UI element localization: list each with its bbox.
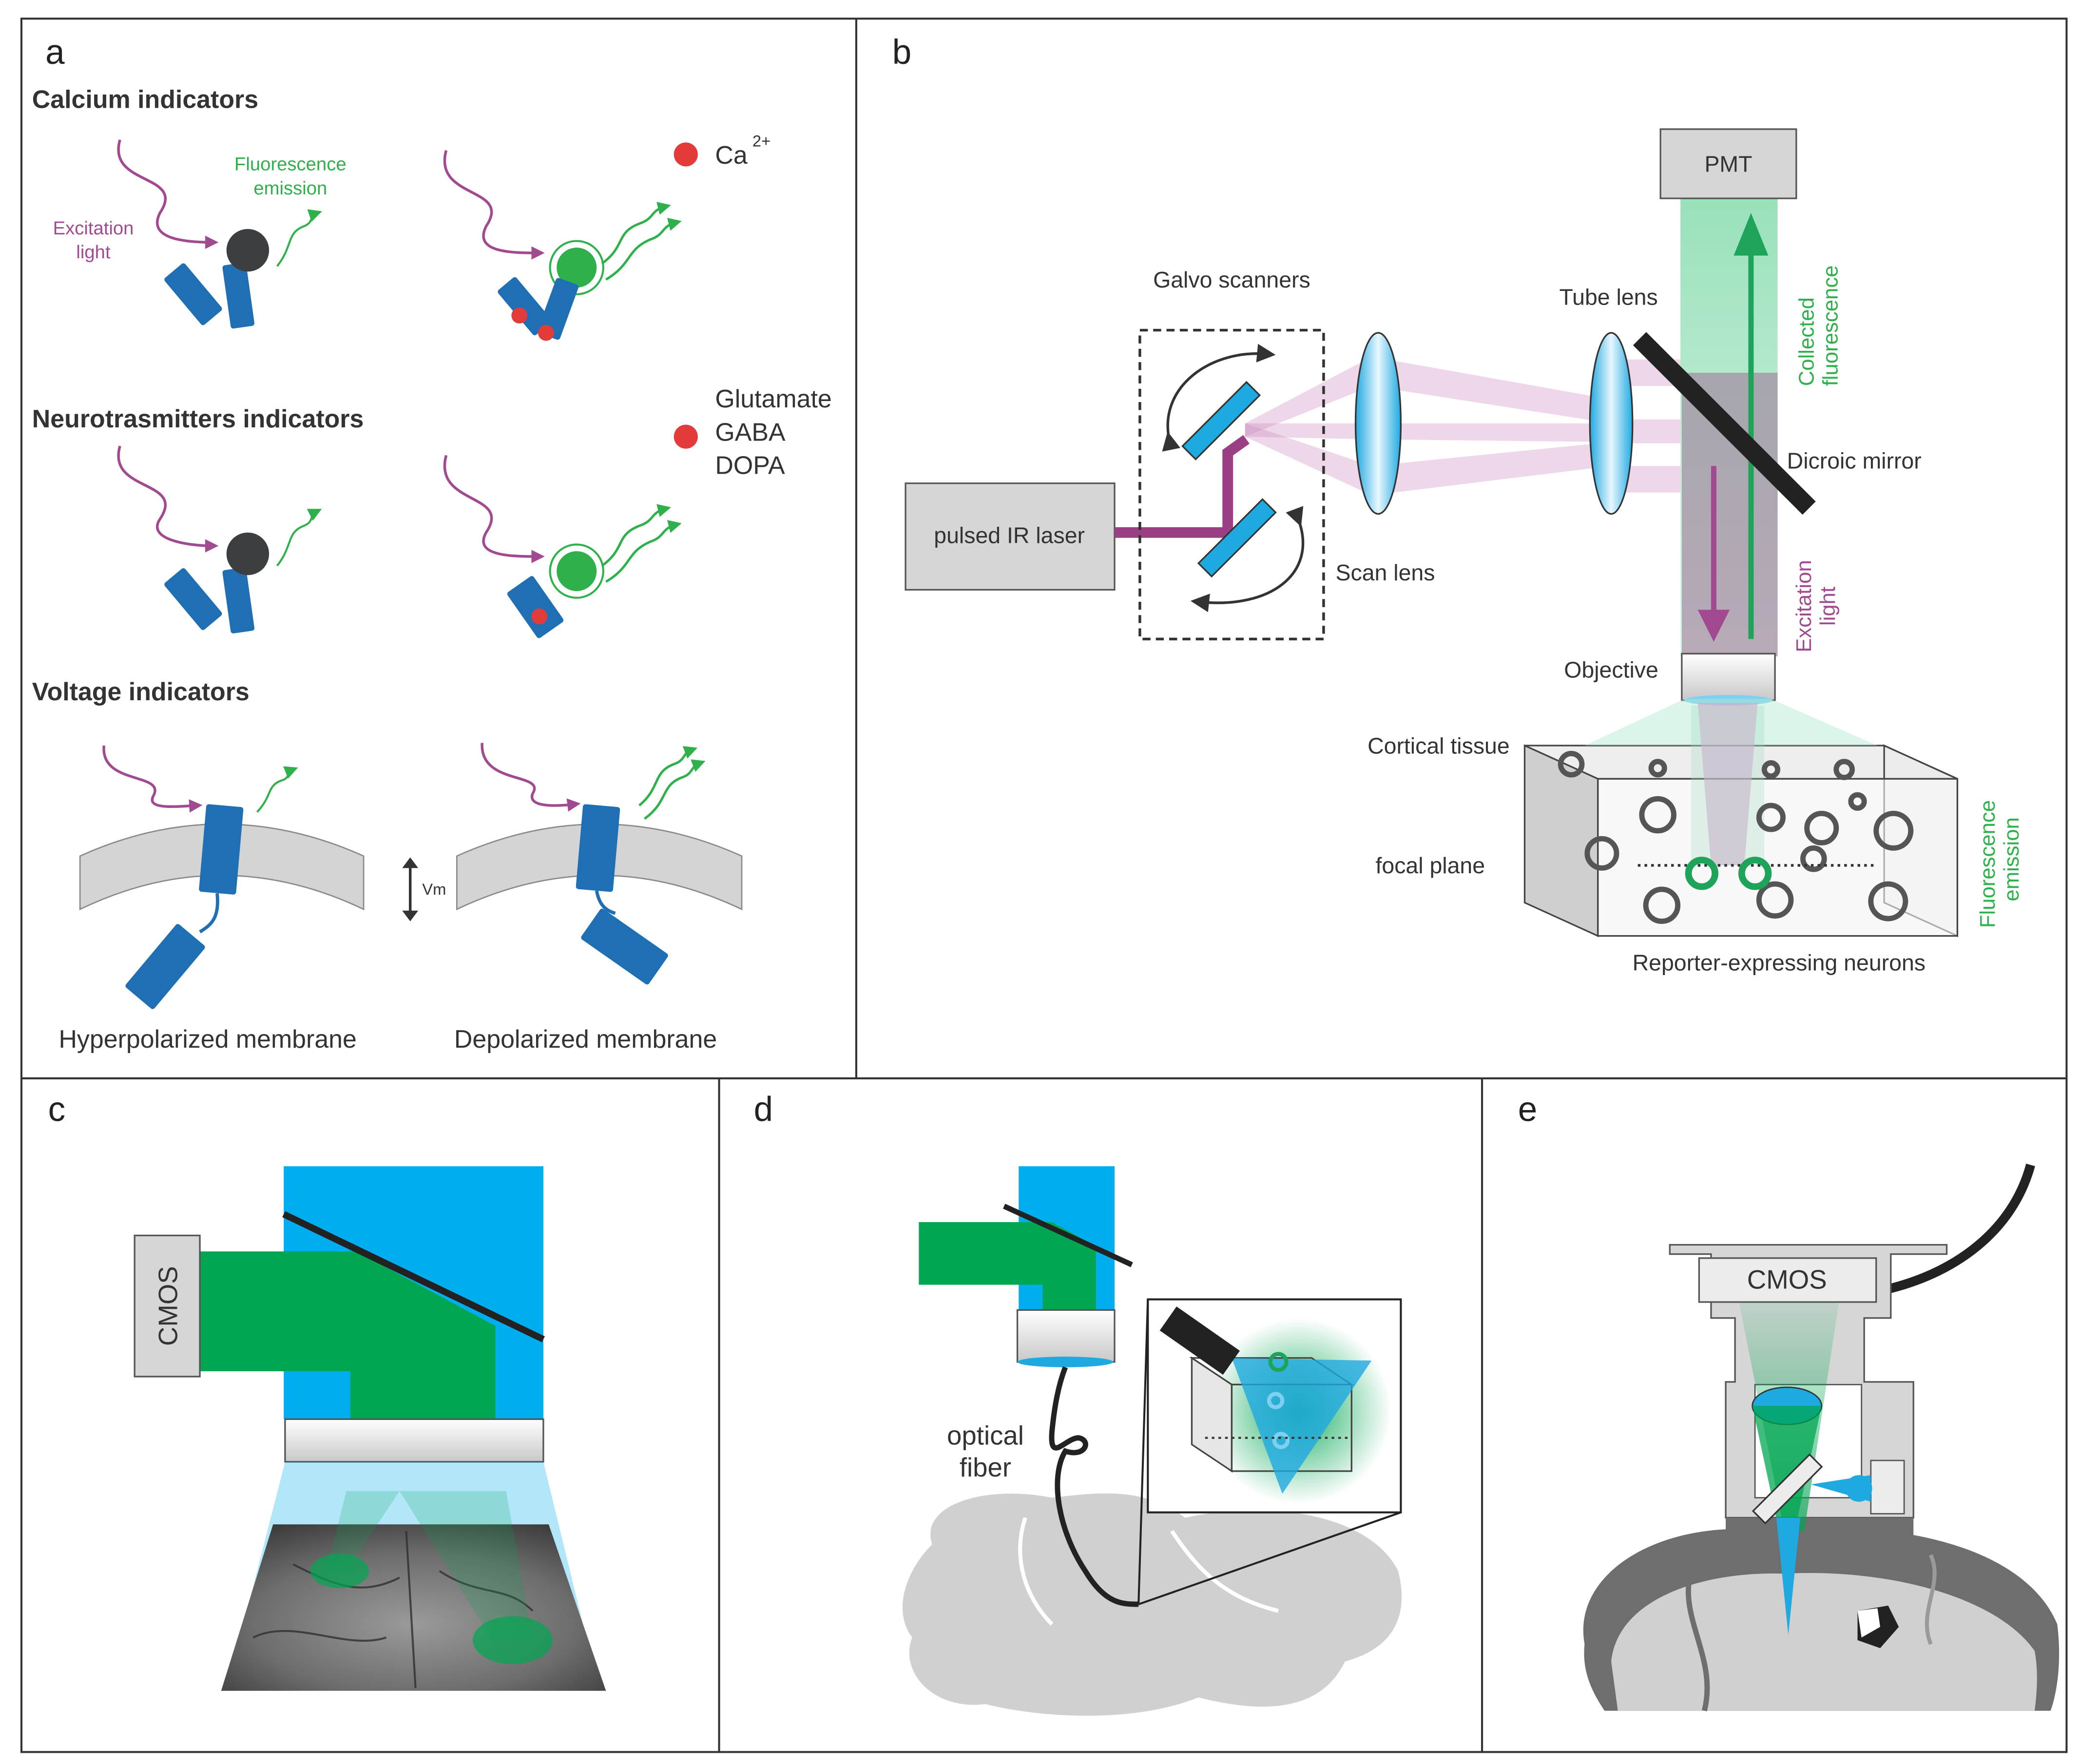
dichroic-e	[1752, 1453, 1823, 1525]
cortical-tissue-label: Cortical tissue	[1367, 733, 1510, 758]
pmt-box	[1659, 128, 1797, 199]
dichroic-c	[282, 1211, 545, 1342]
excitation-light-label-b: Excitationlight	[1792, 560, 1840, 652]
panel-e: e CMOS	[1518, 1090, 2060, 1712]
panel-label-c: c	[48, 1090, 66, 1129]
activity-spot-right	[473, 1616, 553, 1665]
vm-indicator: Vm	[402, 857, 446, 921]
scan-lens	[1354, 332, 1402, 515]
inset-light-cone	[1232, 1358, 1372, 1494]
galvo-label: Galvo scanners	[1153, 267, 1310, 292]
ca-label: Ca	[715, 141, 747, 169]
objective	[1681, 652, 1776, 701]
panel-b: b pulsed IR laser Galvo scanners S	[892, 33, 2023, 976]
cmos-c	[134, 1234, 201, 1378]
calcium-indicator-bound	[443, 150, 682, 341]
scan-lens-label: Scan lens	[1336, 560, 1435, 585]
panel-label-b: b	[892, 33, 912, 72]
depolarized-label: Depolarized membrane	[454, 1025, 717, 1053]
laser-label: pulsed IR laser	[934, 523, 1085, 548]
objective-c	[284, 1418, 544, 1463]
voltage-hyperpolarized	[79, 745, 365, 1009]
dicroic-label: Dicroic mirror	[1787, 448, 1922, 474]
panel-label-a: a	[45, 33, 65, 72]
panel-label-d: d	[754, 1090, 773, 1129]
cmos-c-label: CMOS	[154, 1266, 183, 1346]
mouse-brain-silhouette	[902, 1493, 1402, 1716]
objective-d	[1016, 1309, 1116, 1363]
calcium-indicators-title: Calcium indicators	[32, 85, 258, 113]
svg-text:Vm: Vm	[422, 880, 446, 898]
blue-excitation-cone-e	[1776, 1517, 1801, 1635]
excitation-arrow-icon	[1697, 610, 1730, 642]
ca-superscript: 2+	[752, 132, 770, 150]
panel-c: c CMOS	[48, 1090, 606, 1691]
objective-label: Objective	[1564, 657, 1658, 683]
fluorescence-emission-label-b: Fluorescenceemission	[1976, 800, 2023, 928]
collected-fluorescence-label: Collectedfluorescence	[1794, 266, 1842, 386]
cmos-e-label: CMOS	[1747, 1265, 1827, 1295]
optical-fiber	[1049, 1366, 1139, 1607]
neurotransmitter-icon	[674, 424, 698, 449]
scan-beam-paths	[1245, 357, 1681, 496]
tube-lens	[1589, 332, 1634, 515]
panel-label-e: e	[1518, 1090, 1538, 1129]
neurotransmitter-indicator-inactive	[117, 445, 322, 633]
neurotransmitter-indicator-bound	[443, 455, 682, 638]
reporter-neurons-label: Reporter-expressing neurons	[1633, 950, 1926, 976]
excitation-beam	[1681, 372, 1778, 656]
collected-arrow-icon	[1733, 213, 1769, 256]
cmos-e	[1698, 1257, 1877, 1303]
ca-ion-icon	[674, 142, 698, 167]
focal-plane-label: focal plane	[1375, 853, 1485, 878]
dicroic-mirror	[1633, 332, 1816, 515]
tube-lens-label: Tube lens	[1559, 285, 1657, 310]
cortical-tissue-block	[1523, 699, 1959, 938]
pmt-label: PMT	[1704, 151, 1752, 176]
dichroic-d	[1002, 1204, 1133, 1267]
hyperpolarized-label: Hyperpolarized membrane	[58, 1025, 356, 1053]
laser-beam	[1114, 435, 1250, 538]
green-light-path	[200, 1251, 496, 1419]
galvo-box	[1138, 328, 1325, 641]
green-light-path-d	[919, 1222, 1096, 1310]
voltage-depolarized	[456, 743, 743, 985]
neurotransmitters-indicators-title: Neurotrasmitters indicators	[32, 404, 364, 433]
pulsed-ir-laser	[905, 482, 1116, 591]
panel-borders	[20, 18, 2068, 1753]
voltage-indicators-title: Voltage indicators	[32, 677, 250, 706]
miniscope-cable	[1876, 1164, 2035, 1296]
led-e	[1870, 1459, 1905, 1515]
galvo-mirror-top	[1181, 381, 1261, 460]
activity-spot-left	[310, 1553, 369, 1589]
galvo-mirror-bottom	[1197, 498, 1277, 578]
inset-fiber-tip	[1159, 1306, 1240, 1375]
